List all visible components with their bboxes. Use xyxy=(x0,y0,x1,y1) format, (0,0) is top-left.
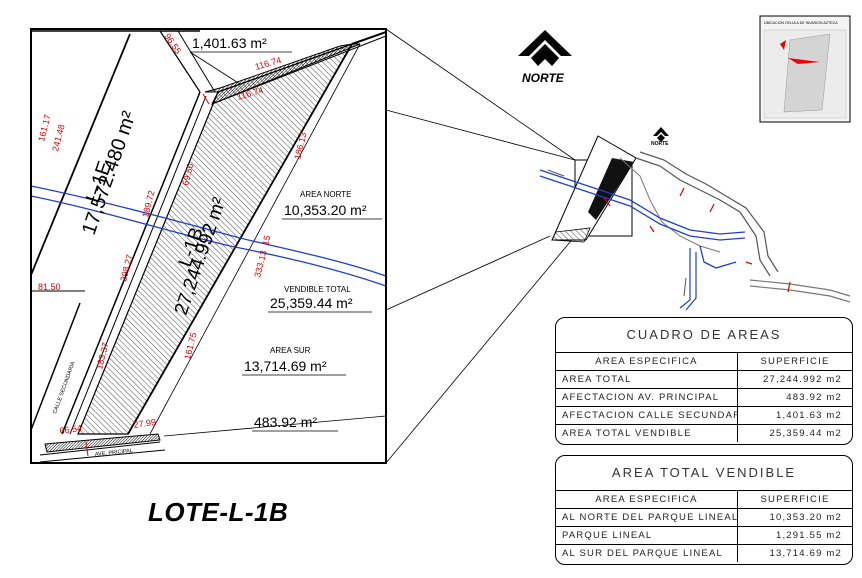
lot-title: LOTE-L-1B xyxy=(148,497,289,527)
avenue-label: AVE. PRICIPAL xyxy=(95,448,134,458)
table-row: AFECTACION CALLE SECUNDARIA 1,401.63 m2 xyxy=(556,407,852,425)
areas-table-title: CUADRO DE AREAS xyxy=(556,318,852,353)
vendible-table-title: AREA TOTAL VENDIBLE xyxy=(556,456,852,491)
vendible-table: AREA TOTAL VENDIBLE AREA ESPECIFICA SUPE… xyxy=(555,455,853,565)
north-arrow-icon xyxy=(518,30,572,66)
avenue-strip-bottom xyxy=(44,433,161,453)
north-label: NORTE xyxy=(522,71,565,85)
row-value: 10,353.20 m2 xyxy=(769,512,842,523)
column-header: AREA ESPECIFICA xyxy=(556,353,738,370)
dim-label: 15 xyxy=(260,234,272,246)
callout-top-area: 1,401.63 m² xyxy=(192,35,267,51)
areas-table: CUADRO DE AREAS AREA ESPECIFICA SUPERFIC… xyxy=(555,317,853,445)
column-header: SUPERFICIE xyxy=(760,356,830,367)
row-label: AL NORTE DEL PARQUE LINEAL xyxy=(556,509,738,526)
river xyxy=(31,185,386,277)
table-row: AREA TOTAL VENDIBLE 25,359.44 m2 xyxy=(556,425,852,442)
area-sur-value: 13,714.69 m² xyxy=(244,358,327,374)
vendible-value: 25,359.44 m² xyxy=(270,295,353,311)
row-label: AL SUR DEL PARQUE LINEAL xyxy=(556,545,738,562)
row-value: 483.92 m2 xyxy=(786,392,842,403)
north-label-small: NORTE xyxy=(651,141,669,147)
row-value: 27,244.992 m2 xyxy=(763,374,842,385)
zoom-connectors xyxy=(385,28,576,464)
column-header: AREA ESPECIFICA xyxy=(556,491,738,508)
table-row: AL NORTE DEL PARQUE LINEAL 10,353.20 m2 xyxy=(556,509,852,527)
area-norte-value: 10,353.20 m² xyxy=(284,202,367,218)
row-value: 25,359.44 m2 xyxy=(769,428,842,439)
row-label: AREA TOTAL VENDIBLE xyxy=(556,425,738,442)
callout-bottom-area: 483.92 m² xyxy=(254,414,317,430)
detail-frame: 96.55 116.74 116.74 161.17 241.48 189.72… xyxy=(31,29,386,463)
row-label: AFECTACION CALLE SECUNDARIA xyxy=(556,407,738,424)
dim-label: 81.50 xyxy=(38,282,61,292)
dim-label: 66.54 xyxy=(59,423,83,436)
row-label: AREA TOTAL xyxy=(556,371,738,388)
street-strip-top xyxy=(204,43,353,93)
area-norte-label: AREA NORTE xyxy=(300,190,351,199)
table-header-row: AREA ESPECIFICA SUPERFICIE xyxy=(556,353,852,371)
row-value: 13,714.69 m2 xyxy=(769,548,842,559)
dim-label: 27.99 xyxy=(133,417,157,430)
area-sur-label: AREA SUR xyxy=(270,346,311,355)
column-header: SUPERFICIE xyxy=(760,494,830,505)
location-caption: UBICACION CELULA DE INVASION AZTECA xyxy=(764,21,838,25)
overview-map xyxy=(539,135,851,311)
table-row: AREA TOTAL 27,244.992 m2 xyxy=(556,371,852,389)
row-value: 1,401.63 m2 xyxy=(775,410,842,421)
table-row: PARQUE LINEAL 1,291.55 m2 xyxy=(556,527,852,545)
table-header-row: AREA ESPECIFICA SUPERFICIE xyxy=(556,491,852,509)
location-inset-map: UBICACION CELULA DE INVASION AZTECA xyxy=(759,15,851,123)
north-arrow-small-icon xyxy=(653,127,669,142)
table-row: AL SUR DEL PARQUE LINEAL 13,714.69 m2 xyxy=(556,545,852,562)
row-value: 1,291.55 m2 xyxy=(775,530,842,541)
row-label: PARQUE LINEAL xyxy=(556,527,738,544)
row-label: AFECTACION AV. PRINCIPAL xyxy=(556,389,738,406)
vendible-label: VENDIBLE TOTAL xyxy=(284,285,351,294)
table-row: AFECTACION AV. PRINCIPAL 483.92 m2 xyxy=(556,389,852,407)
